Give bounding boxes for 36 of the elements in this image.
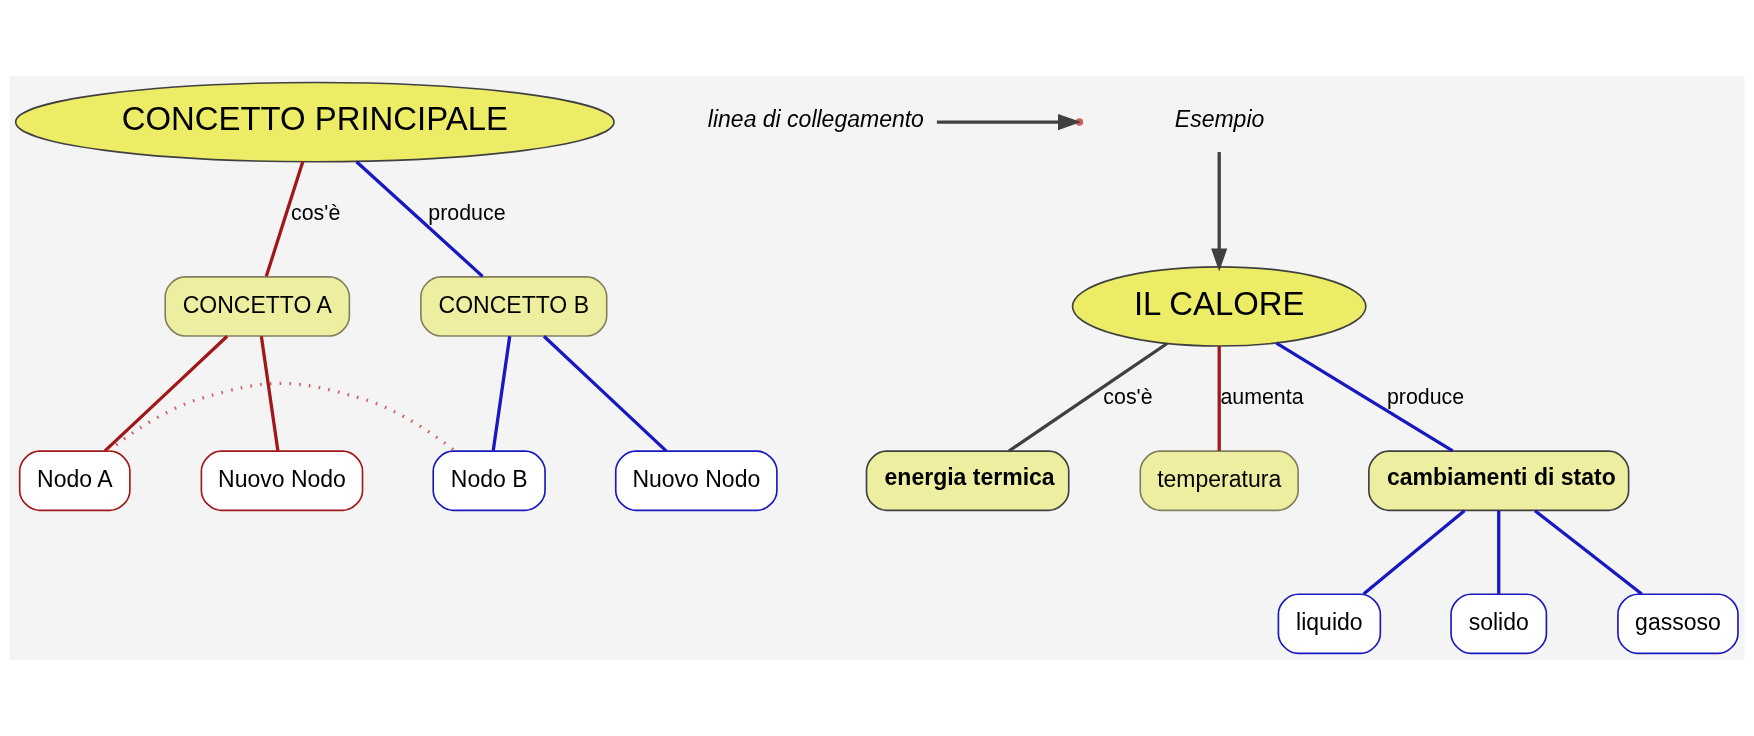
node-text: Esempio <box>1174 105 1265 132</box>
node-box: temperatura <box>1139 450 1299 512</box>
connector <box>1275 341 1454 453</box>
edge-label: aumenta <box>1220 385 1304 410</box>
connector <box>1362 509 1466 596</box>
connector <box>1007 342 1168 453</box>
arrow <box>1211 152 1228 272</box>
node-box: energia termica <box>865 450 1070 512</box>
node-text: linea di collegamento <box>707 105 924 132</box>
connector <box>259 336 280 452</box>
connector <box>1533 509 1643 596</box>
edge-label: cos'è <box>291 200 341 225</box>
node-box: solido <box>1450 593 1548 655</box>
connector <box>491 336 512 452</box>
node-box: Nodo A <box>18 450 131 512</box>
edge-label: cos'è <box>1103 385 1153 410</box>
node-ellipse: IL CALORE <box>1071 266 1367 347</box>
connector <box>107 381 457 453</box>
node-box: liquido <box>1277 593 1382 655</box>
connector <box>355 160 484 278</box>
node-box: CONCETTO A <box>164 276 351 337</box>
connector <box>1217 346 1221 451</box>
node-box: CONCETTO B <box>420 276 608 337</box>
node-ellipse: CONCETTO PRINCIPALE <box>14 81 615 163</box>
node-box: cambiamenti di stato <box>1368 450 1630 512</box>
arrow <box>936 114 1082 131</box>
node-box: gassoso <box>1617 593 1739 655</box>
connector <box>1497 510 1501 594</box>
connector <box>103 335 229 453</box>
node-box: Nuovo Nodo <box>614 450 778 512</box>
connector <box>542 335 668 453</box>
node-box: Nodo B <box>432 450 546 512</box>
edge-label: produce <box>1386 385 1465 410</box>
node-box: Nuovo Nodo <box>200 450 364 512</box>
edge-label: produce <box>428 200 506 225</box>
connector <box>264 161 305 277</box>
